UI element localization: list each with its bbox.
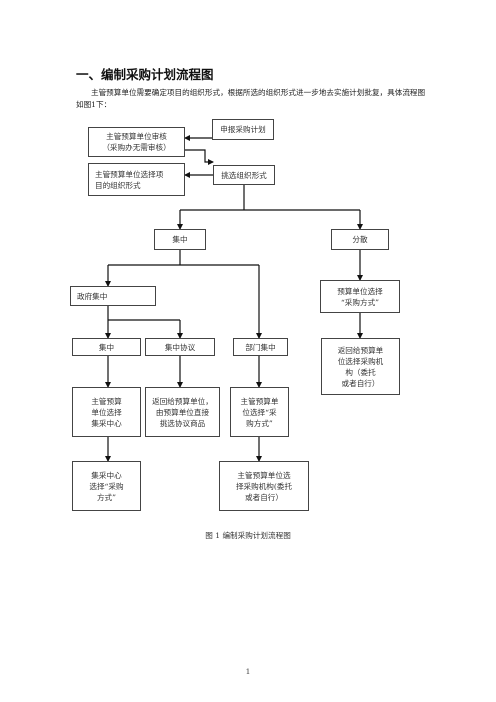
box-central: 集中 — [72, 338, 141, 356]
connector-audit-to-pick — [185, 149, 214, 165]
box-pick-form: 挑选组织形式 — [213, 165, 275, 185]
section-heading: 一、编制采购计划流程图 — [76, 67, 214, 82]
box-return-agency: 返回给预算单 位选择采购机 构（委托 或者自行） — [321, 338, 400, 395]
box-return-agreement: 返回给预算单位， 由预算单位直接 挑选协议商品 — [145, 387, 220, 437]
box-dispersed-choose-method: 预算单位选择 “采购方式” — [320, 280, 400, 313]
figure-caption: 图 1 编制采购计划流程图 — [205, 531, 291, 540]
box-dept-choose-agency: 主管预算单位选 择采购机构(委托 或者自行） — [219, 461, 309, 511]
box-dispersed: 分散 — [331, 229, 389, 250]
box-choose-center: 主管预算 单位选择 集采中心 — [72, 387, 141, 437]
intro-paragraph: 主管预算单位需要确定项目的组织形式，根据所选的组织形式进一步地去实施计划批复，具… — [76, 88, 426, 109]
box-audit: 主管预算单位审核 （采购办无需审核） — [88, 127, 185, 157]
box-center-choose-method: 集采中心 选择“采购 方式” — [72, 461, 141, 511]
box-centralized: 集中 — [154, 229, 206, 250]
box-gov-centralized: 政府集中 — [70, 286, 156, 306]
box-report-plan: 申报采购计划 — [212, 119, 274, 140]
box-dept-central: 部门集中 — [233, 338, 288, 356]
page-number: 1 — [245, 667, 251, 676]
box-dept-choose-method: 主管预算单 位选择“采 购方式” — [230, 387, 289, 437]
box-central-agreement: 集中协议 — [145, 338, 215, 356]
box-choose-form: 主管预算单位选择项 目的组织形式 — [88, 163, 185, 196]
